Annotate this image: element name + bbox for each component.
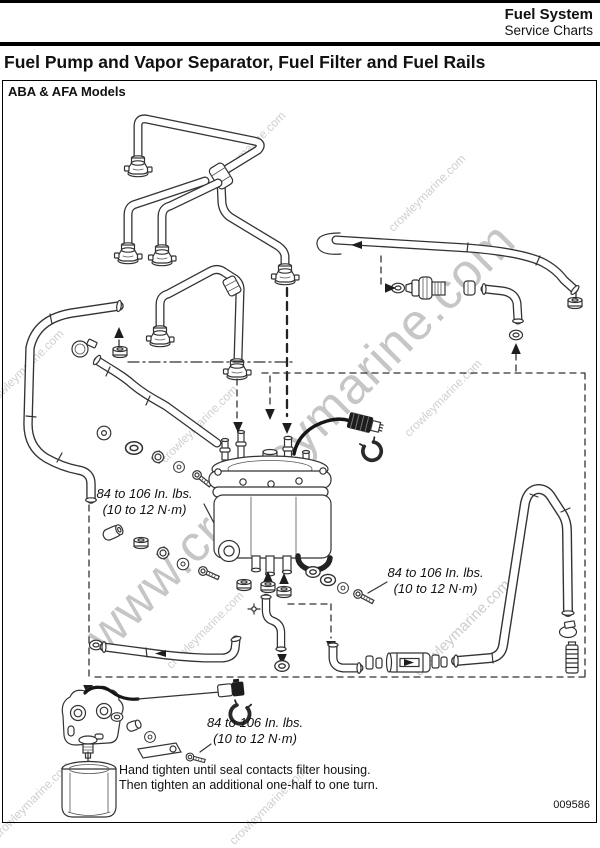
vent-hose bbox=[316, 232, 580, 296]
fuel-rail-middle bbox=[128, 181, 218, 246]
washer bbox=[337, 582, 349, 594]
header-subsection: Service Charts bbox=[504, 23, 593, 38]
assembly-guide-box bbox=[94, 372, 586, 678]
torque-note-line: 84 to 106 In. lbs. bbox=[387, 565, 484, 580]
grommet bbox=[274, 660, 290, 672]
injector-cup bbox=[123, 155, 153, 178]
nut bbox=[151, 450, 165, 464]
leader-line bbox=[199, 743, 212, 753]
injector-cup bbox=[270, 263, 300, 286]
separator-lid bbox=[208, 455, 332, 498]
injector-cup bbox=[145, 325, 175, 348]
washer bbox=[96, 425, 112, 441]
torque-note-line: 84 to 106 In. lbs. bbox=[96, 486, 193, 501]
inline-fuel-filter bbox=[365, 652, 448, 673]
wire-connector bbox=[217, 678, 245, 698]
assembly-note-line: Then tighten an additional one-half to o… bbox=[119, 778, 379, 792]
washer bbox=[305, 566, 321, 578]
page-header: Fuel System Service Charts bbox=[504, 7, 593, 39]
vapor-separator-tank bbox=[208, 412, 387, 577]
rail-junction-collar bbox=[222, 275, 242, 297]
page-title: Fuel Pump and Vapor Separator, Fuel Filt… bbox=[4, 52, 486, 72]
injector-cup bbox=[147, 244, 177, 267]
separator-body bbox=[213, 494, 333, 577]
washer bbox=[173, 461, 185, 473]
models-label: ABA & AFA Models bbox=[8, 84, 126, 99]
header-section: Fuel System bbox=[504, 6, 593, 23]
filter-wire bbox=[83, 685, 140, 701]
bushing bbox=[102, 524, 124, 541]
flow-arrow bbox=[155, 650, 166, 657]
grommet bbox=[110, 712, 124, 722]
assembly-arrow bbox=[114, 327, 124, 338]
injector-cup bbox=[113, 242, 143, 265]
elbow-hose-right bbox=[482, 283, 524, 323]
pin-fitting bbox=[247, 603, 261, 615]
fuel-filter-canister bbox=[61, 751, 117, 818]
grommet bbox=[124, 440, 144, 456]
grommet bbox=[508, 329, 524, 341]
screw bbox=[196, 564, 221, 583]
electrical-connector bbox=[346, 412, 384, 433]
torque-note: 84 to 106 In. lbs. (10 to 12 N·m) bbox=[92, 486, 197, 517]
torque-note-line: 84 to 106 In. lbs. bbox=[206, 715, 304, 730]
exploded-parts-diagram bbox=[0, 0, 586, 818]
assembly-note-line: Hand tighten until seal contacts filter … bbox=[119, 763, 371, 777]
grommet bbox=[319, 573, 337, 587]
elbow-hose-mid bbox=[92, 354, 217, 443]
assembly-note: Hand tighten until seal contacts filter … bbox=[119, 763, 378, 793]
fuel-rail-lower bbox=[160, 270, 242, 360]
nut bbox=[133, 536, 149, 550]
supply-hose-left bbox=[26, 299, 122, 502]
washer bbox=[176, 557, 190, 571]
flow-arrow bbox=[351, 241, 362, 249]
retainer-clip bbox=[356, 434, 387, 466]
torque-note-line: (10 to 12 N·m) bbox=[213, 730, 297, 746]
hose-right-long bbox=[454, 489, 575, 668]
nut bbox=[567, 296, 583, 310]
nut bbox=[276, 585, 292, 599]
nut bbox=[236, 578, 252, 592]
flow-arrow bbox=[404, 659, 414, 666]
hose-bottom-left bbox=[102, 636, 242, 658]
nut bbox=[112, 345, 128, 359]
hose-clamp bbox=[71, 338, 98, 358]
torque-note-line: (10 to 12 N·m) bbox=[102, 501, 187, 517]
torque-note-line: (10 to 12 N·m) bbox=[393, 580, 478, 596]
bushing bbox=[126, 719, 142, 732]
washer bbox=[144, 731, 156, 743]
assembly-arrow bbox=[511, 343, 521, 354]
nut bbox=[156, 545, 170, 561]
check-valve bbox=[390, 276, 476, 300]
header-rule bbox=[0, 42, 600, 46]
filter-fasteners bbox=[110, 712, 212, 766]
page-top-rule bbox=[0, 0, 600, 3]
hose-clamp bbox=[558, 620, 578, 639]
leader-line bbox=[367, 581, 388, 594]
elbow-hose-bottom bbox=[327, 643, 361, 674]
fuel-filter-head bbox=[61, 685, 221, 759]
diagram-border-box bbox=[2, 80, 597, 823]
torque-note: 84 to 106 In. lbs. (10 to 12 N·m) bbox=[383, 565, 488, 596]
nut bbox=[260, 580, 276, 594]
spring bbox=[565, 641, 579, 674]
figure-number: 009586 bbox=[553, 799, 590, 811]
s-hose bbox=[260, 595, 287, 651]
fastener-set-right bbox=[305, 566, 388, 607]
torque-note: 84 to 106 In. lbs. (10 to 12 N·m) bbox=[205, 715, 305, 746]
